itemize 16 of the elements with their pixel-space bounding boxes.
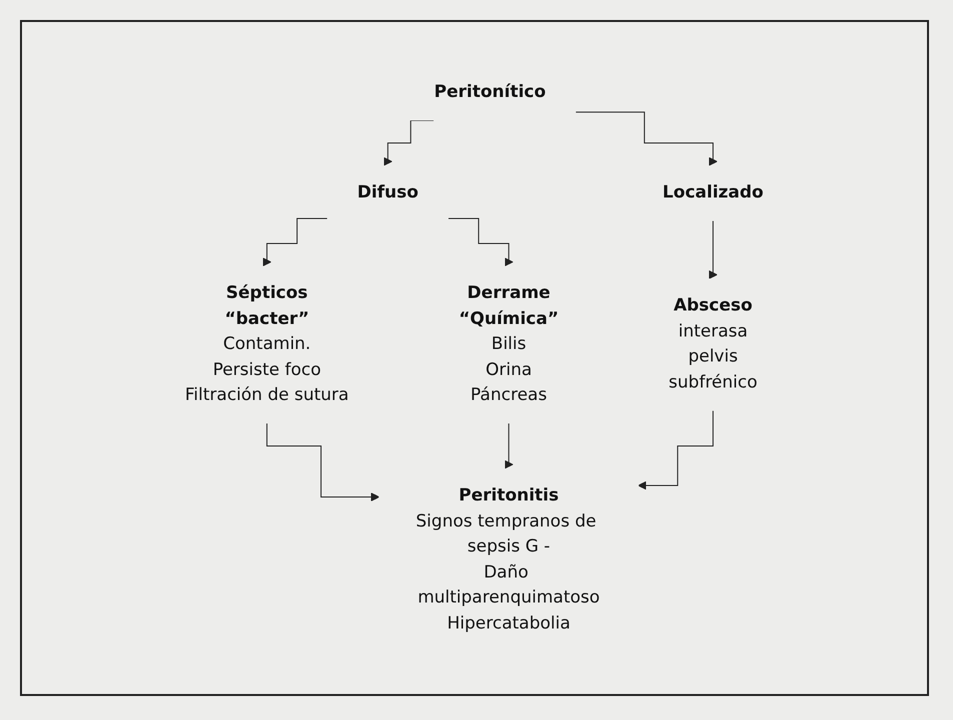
arrow [384,120,434,166]
node-text: Peritonítico [434,82,546,102]
arrow [448,218,514,266]
arrow [262,218,328,266]
arrow [638,410,714,490]
node-text: Difuso [357,182,419,202]
arrow [576,111,718,166]
diagram-frame: Peritonítico Difuso Localizado Sépticos “bacter” Contamin. Persiste foco Filtración de sutura Derrame “Química” Bilis Orina Páncreas Absceso interasa pelvis subfrénico Peritonitis Signos tempranos de sepsis G - Daño multiparenquimatoso Hipercatabolia [20,20,929,696]
arrow [266,422,380,502]
arrow [504,422,514,469]
node-text: Absceso interasa pelvis subfrénico [668,295,758,392]
arrow [708,220,718,279]
node-text: Peritonitis Signos tempranos de sepsis G - Daño multiparenquimatoso Hipercatabolia [416,485,600,633]
node-text: Derrame “Química” Bilis Orina Páncreas [459,282,559,405]
node-text: Sépticos “bacter” Contamin. Persiste foco Filtración de sutura [185,282,350,405]
node-text: Localizado [662,182,764,202]
